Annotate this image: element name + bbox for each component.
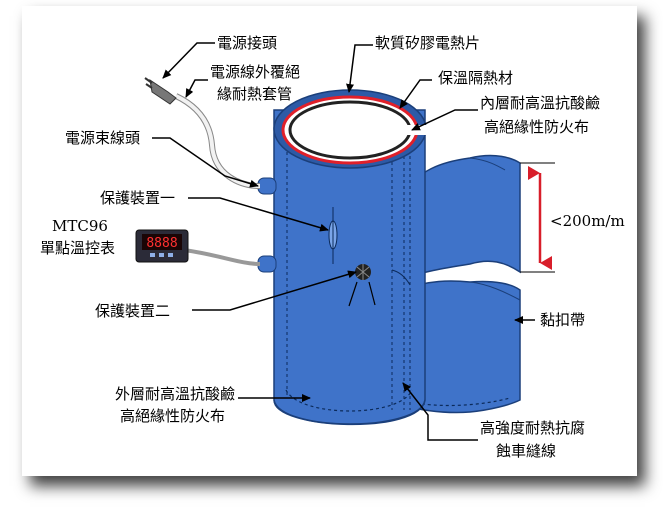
cable-gland-lower <box>257 255 277 273</box>
label-power-connector: 電源接頭 <box>217 34 277 52</box>
upper-flap <box>399 154 521 282</box>
label-outer-layer-2: 高絕緣性防火布 <box>120 407 225 425</box>
label-velcro: 黏扣帶 <box>540 311 585 329</box>
jacket-cylinder <box>273 109 426 426</box>
label-stitch-1: 高強度耐熱抗腐 <box>480 419 585 437</box>
label-dimension: <200m/m <box>550 212 625 230</box>
controller-display: 8888 <box>146 236 177 251</box>
protection-device-2 <box>348 264 376 307</box>
label-stitch-2: 蝕車縫線 <box>496 442 556 460</box>
label-cable-head: 電源束線頭 <box>65 129 140 147</box>
label-heater: 軟質矽膠電熱片 <box>375 34 480 52</box>
label-protection-device-1: 保護裝置一 <box>100 189 175 207</box>
label-inner-layer-2: 高絕緣性防火布 <box>484 118 589 136</box>
controller-cable <box>183 248 261 266</box>
label-controller-name: 單點溫控表 <box>40 239 115 257</box>
label-outer-layer-1: 外層耐高溫抗酸鹼 <box>115 385 235 403</box>
cable-gland-upper <box>257 177 277 195</box>
label-cable-sleeve-2: 緣耐熱套管 <box>217 85 292 103</box>
label-controller-model: MTC96 <box>52 217 108 235</box>
label-inner-layer-1: 內層耐高溫抗酸鹼 <box>480 94 600 112</box>
temperature-controller: 8888 <box>135 229 189 263</box>
label-protection-device-2: 保護裝置二 <box>95 302 170 320</box>
lower-flap <box>399 280 521 414</box>
power-plug <box>149 78 177 105</box>
power-cable <box>144 77 261 189</box>
label-insulation: 保溫隔熱材 <box>438 69 513 87</box>
label-cable-sleeve-1: 電源線外覆絕 <box>210 63 300 81</box>
